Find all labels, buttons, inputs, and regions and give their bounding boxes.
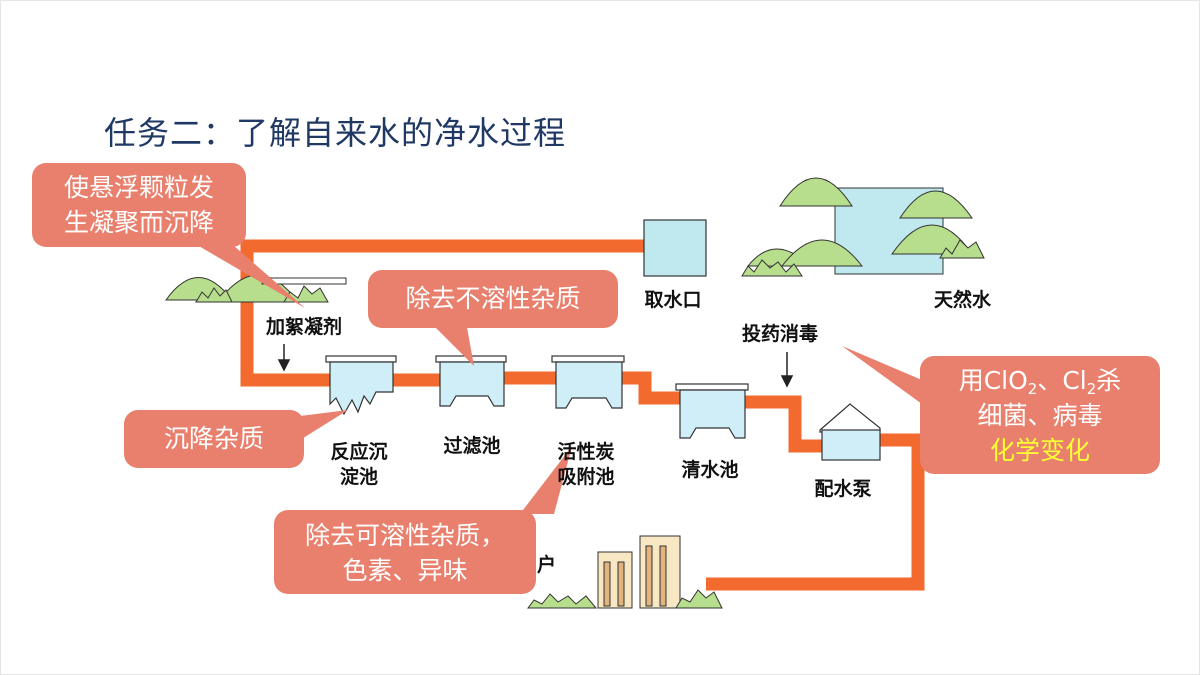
- carbon-tank-label-line1: 活性炭: [557, 441, 615, 463]
- pump-house: [819, 403, 881, 461]
- disinfect-label: 投药消毒: [742, 323, 819, 345]
- callout-remove-soluble: 除去可溶性杂质， 色素、异味: [274, 510, 536, 594]
- disinfect-text-c: 杀: [1096, 366, 1122, 395]
- callout-disinfect-line2: 细菌、病毒: [977, 401, 1103, 430]
- page-title: 任务二：了解自来水的净水过程: [104, 114, 567, 152]
- disinfect-sub-a: 2: [1027, 380, 1038, 398]
- callout-sediment: 沉降杂质: [124, 410, 304, 468]
- callout-coagulate-line1: 使悬浮颗粒发: [63, 173, 214, 202]
- reaction-tank-label-line2: 淀池: [339, 466, 378, 488]
- arrow-disinfect: [780, 352, 794, 388]
- pipeline: [240, 239, 925, 591]
- carbon-tank-label-line2: 吸附池: [557, 466, 615, 488]
- intake-box: [643, 219, 707, 277]
- disinfect-text-b: 、Cl: [1037, 366, 1087, 395]
- callout-coagulate-line2: 生凝聚而沉降: [63, 208, 214, 237]
- coagulant-label: 加絮凝剂: [266, 316, 343, 338]
- clear-tank-label: 清水池: [681, 459, 739, 481]
- callout-remove-soluble-line1: 除去可溶性杂质，: [304, 521, 505, 550]
- intake-label: 取水口: [644, 289, 702, 311]
- callout-disinfect-line1: 用ClO2、Cl2杀: [920, 363, 1160, 398]
- reaction-tank-label-line1: 反应沉: [330, 441, 388, 463]
- filter-tank-label: 过滤池: [443, 435, 501, 457]
- disinfect-sub-b: 2: [1086, 380, 1097, 398]
- carbon-tank-label: 活性炭 吸附池: [548, 440, 624, 490]
- disinfect-text-a: 用ClO: [958, 366, 1028, 395]
- carbon-tank: [551, 355, 625, 409]
- callout-coagulate: 使悬浮颗粒发 生凝聚而沉降: [32, 163, 246, 247]
- callout-disinfect-line3: 化学变化: [989, 436, 1090, 465]
- callout-remove-insoluble: 除去不溶性杂质: [368, 270, 618, 328]
- city-buildings: [527, 535, 723, 609]
- natural-water-scene: [741, 177, 985, 277]
- natural-water-label: 天然水: [934, 289, 992, 311]
- reaction-tank-label: 反应沉 淀池: [322, 440, 396, 490]
- pump-label: 配水泵: [814, 478, 872, 500]
- clear-tank: [675, 383, 749, 439]
- reaction-tank: [325, 355, 397, 416]
- arrow-coagulant: [277, 344, 291, 372]
- callout-pointers: [185, 238, 922, 514]
- callout-disinfect: 用ClO2、Cl2杀 细菌、病毒 化学变化: [920, 356, 1160, 474]
- callout-remove-soluble-line2: 色素、异味: [342, 556, 468, 585]
- filter-tank: [435, 355, 507, 407]
